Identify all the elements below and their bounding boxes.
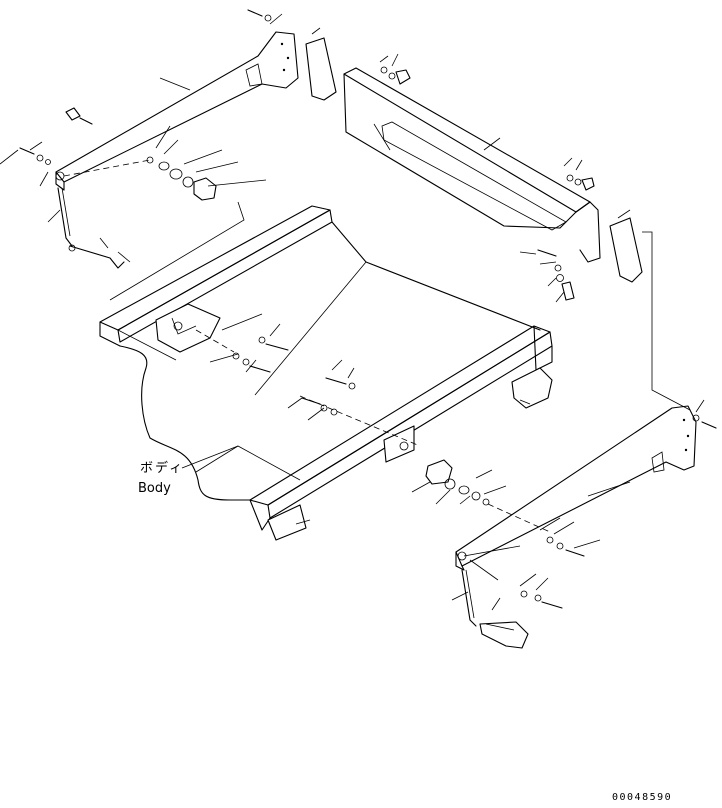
drawing-id: 00048590 (612, 792, 673, 803)
center-hardware (209, 313, 551, 533)
body-label-japanese: ボディ (140, 461, 185, 476)
body-frame (99, 205, 553, 541)
left-lift-arm (0, 9, 299, 301)
side-cover-plate (305, 27, 691, 411)
body-label-english: Body (138, 481, 171, 496)
right-lift-arm (451, 399, 717, 649)
body-label-leader (181, 445, 239, 469)
